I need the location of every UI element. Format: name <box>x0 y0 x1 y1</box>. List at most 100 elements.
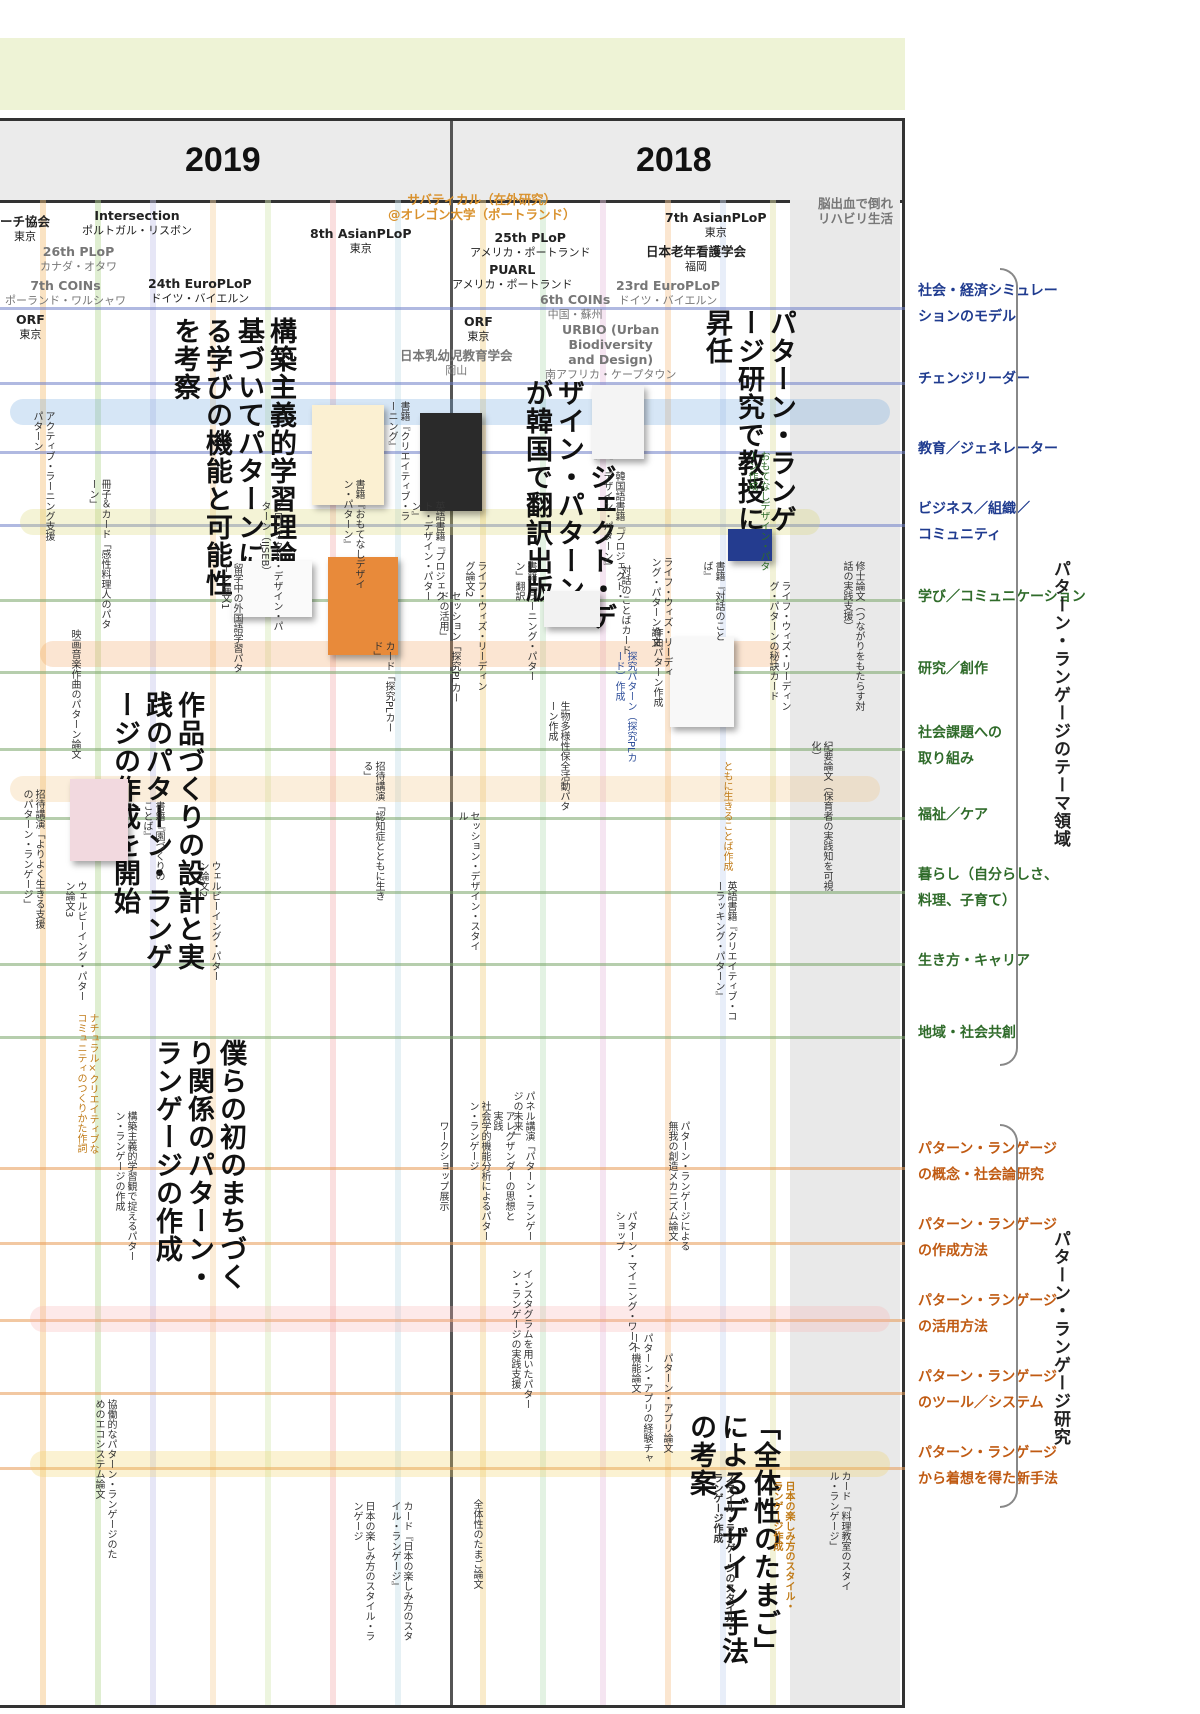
note-anatta-creative-mechanism: パターン・ランゲージによる無我の創造メカニズム論文 <box>666 1121 689 1251</box>
note-life-with-reading-card: ライフ・ウィズ・リーディング・パターンの秘訣カード <box>767 581 790 711</box>
note-session-design-style: セッション・デザイン・スタイル <box>456 811 479 951</box>
theme-social-economic-simulation: 社会・経済シミュレーションのモデル <box>918 283 1058 325</box>
theme-line <box>0 599 905 602</box>
note-inquiry-card: カード「探究PLカード」 <box>371 641 394 733</box>
note-composition-patterns: 作曲パターン作成 <box>651 627 662 707</box>
note-sensibility-chef-booklet: 冊子＆カード「感性料理人のパターン」 <box>87 479 110 629</box>
research-concept-sociology: パターン・ランゲージの概念・社会論研究 <box>918 1141 1058 1183</box>
theme-research-creation: 研究／創作 <box>918 661 988 677</box>
note-learning-patterns-translation: 書籍「ラーニング・パターン」翻訳 <box>513 561 536 681</box>
event-coach-association: ーチ協会東京 <box>0 214 51 244</box>
note-film-music-paper: 映画音楽作曲のパターン論文 <box>69 629 80 759</box>
note-masters-thesis: 修士論文（つながりをもたらす対話の実践支援） <box>841 561 864 711</box>
research-line <box>0 1167 905 1170</box>
scribble-highlight <box>10 776 880 802</box>
theme-welfare-care: 福祉／ケア <box>918 807 988 823</box>
event-early-childhood-education: 日本乳幼児教育学会岡山 <box>400 348 513 378</box>
note-wellbeing-paper-3: ウェルビーイング・パターン論文3 <box>63 881 86 1001</box>
headline-town-planning-patterns: 僕らの初のまちづくり関係のパターン・ランゲージの作成 <box>151 1039 246 1291</box>
theme-line <box>0 671 905 674</box>
bracket-research <box>1000 1124 1018 1508</box>
card-dialogue-words <box>544 591 600 627</box>
note-wholeness-egg-paper: 全体性のたまご論文 <box>471 1499 482 1589</box>
note-pattern-app-experience-chart: パターン・アプリの経験チャート機能論文 <box>629 1333 652 1463</box>
note-japan-enjoyment-card: カード『日本の楽しみ方のスタイル・ランゲージ』 <box>389 1501 412 1641</box>
note-life-with-reading-paper-2: ライフ・ウィズ・リーディング論文2 <box>463 561 486 691</box>
headline-constructivist-learning: 構築主義的学習理論に基づいてパターンによる学びの機能と可能性を考察 <box>169 317 296 597</box>
note-book-omotenashi: 書籍『おもてなしデザイン・パターン』 <box>341 479 364 589</box>
paper-foreign-language-learning <box>232 561 312 617</box>
scribble-highlight <box>20 509 820 535</box>
headline-wholeness-egg: 「全体性のたまご」によるデザイン手法の考案 <box>685 1413 780 1665</box>
shaded-column <box>790 200 900 1705</box>
note-book-kindergarten: 書籍『園づくりのことば』 <box>141 801 164 881</box>
note-biodiversity-patterns: 生物多様性保全活動パターン作成 <box>546 701 569 811</box>
vertical-track <box>210 200 216 1705</box>
theme-learning-communication: 学び／コミュニケーション <box>918 589 1086 605</box>
theme-line <box>0 382 905 385</box>
vertical-track <box>720 200 726 1705</box>
note-project-design-ijseb: プロジェクト・デザイン・パターン（IJSEB） <box>259 501 282 631</box>
note-invited-talk-better-living: 招待講演「よりよく生きる支援のパターン・ランゲージ」 <box>21 789 44 929</box>
theme-education-generator: 教育／ジェネレーター <box>918 441 1058 457</box>
book-cover-dialogue-words <box>670 637 734 727</box>
theme-line <box>0 817 905 820</box>
note-japan-enjoyment-creation: 日本の楽しみ方のスタイル・ランゲージ作成 <box>771 1481 794 1611</box>
note-inquiry-patterns: 探究パターン（探究PLカード）作成 <box>613 651 636 763</box>
note-sociological-functional-analysis: 社会学的機能分析によるパターン・ランゲージ <box>467 1101 490 1241</box>
note-bulletin-paper: 紀要論文（保育者の実践知を可視化） <box>809 741 832 891</box>
note-wellbeing-paper-2: ウェルビーイング・パターン論文2 <box>197 861 220 981</box>
research-tools-systems: パターン・ランゲージのツール／システム <box>918 1369 1058 1411</box>
theme-change-leader: チェンジリーダー <box>918 371 1030 387</box>
headline-work-design-patterns: 作品づくりの設計と実践のパターン・ランゲージの作成を開始 <box>109 691 204 971</box>
note-invited-talk-dementia: 招待講演「認知症とともに生きる」 <box>361 761 384 901</box>
vertical-track <box>330 200 336 1705</box>
note-life-with-reading-paper: ライフ・ウィズ・リーディング・パターン論文 <box>649 557 672 677</box>
theme-line <box>0 963 905 966</box>
book-cover-kindergarten-words <box>70 779 128 861</box>
research-line <box>0 1242 905 1245</box>
vertical-track <box>600 200 606 1705</box>
side-label-theme-areas: パターン・ランゲージのテーマ領域 <box>1050 560 1070 848</box>
headline-korean-translation: 『プロジェクト・デザイン・パターン』が韓国で翻訳出版 <box>521 379 616 631</box>
theme-social-issues: 社会課題への取り組み <box>918 725 1002 767</box>
scribble-highlight <box>30 1451 890 1477</box>
note-constructivist-creation: 構築主義的学習観で捉えるパターン・ランゲージの作成 <box>113 1111 136 1261</box>
research-line <box>0 1319 905 1322</box>
event-stroke-rehabilitation: 脳出血で倒れリハビリ生活 <box>818 196 894 226</box>
note-natural-creative-community: ナチュラル×クリエイティブなコミュニティのつくりかた作詞 <box>75 1013 98 1154</box>
note-cooking-class-card: カード「料理教室のスタイル・ランゲージ」 <box>827 1471 850 1591</box>
vertical-track <box>540 200 546 1705</box>
event-gerontological-nursing: 日本老年看護学会福岡 <box>646 244 747 274</box>
side-label-research: パターン・ランゲージ研究 <box>1050 1230 1070 1446</box>
theme-line <box>0 748 905 751</box>
vertical-track <box>480 200 486 1705</box>
note-omotenashi-creation: おもてなしデザイン・パターン作成 <box>746 451 769 571</box>
note-pattern-app-paper: パターン・アプリ論文 <box>661 1353 672 1453</box>
theme-regional-co-creation: 地域・社会共創 <box>918 1025 1016 1041</box>
note-foreign-language-paper: 留学中の外国語学習パターン論文1 <box>219 563 242 673</box>
book-cover-omotenashi <box>328 557 398 655</box>
research-line <box>0 1467 905 1470</box>
note-pattern-mining-workshop: パターン・マイニング・ワークショップ <box>613 1211 636 1351</box>
note-active-learning-support: アクティブ・ラーニング支援パターン <box>31 411 54 541</box>
theme-line <box>0 307 905 310</box>
year-header: 2019 2018 <box>0 121 902 203</box>
note-book-dialogue: 書籍『対話のことば』 <box>701 561 724 641</box>
theme-line <box>0 1036 905 1039</box>
note-instagram-practice-support: インスタグラムを用いたパターン・ランゲージの実践支援 <box>509 1269 532 1409</box>
theme-line <box>0 891 905 894</box>
note-inquiry-session: セッション「探究PLカードの活用」 <box>437 591 460 703</box>
event-sabbatical: サバティカル（在外研究）@オレゴン大学（ポートランド） <box>388 192 576 222</box>
vertical-track <box>95 200 101 1705</box>
note-book-creative-learning: 書籍『クリエイティブ・ラーニング』 <box>386 401 409 521</box>
